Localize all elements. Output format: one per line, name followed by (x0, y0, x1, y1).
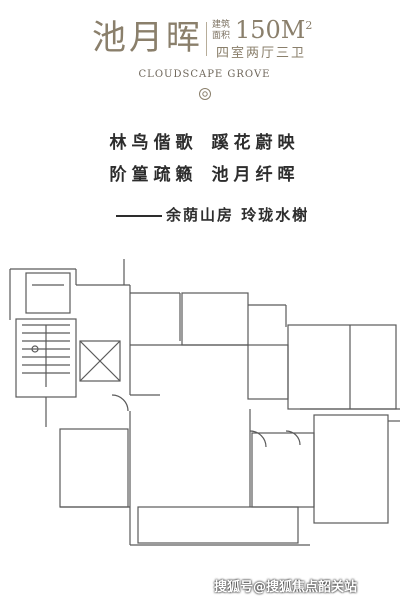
poem-line-1-a: 林鸟偕歌 (109, 133, 198, 153)
brand-emblem-icon (199, 88, 211, 100)
door-swing (111, 394, 129, 412)
brand-name: CLOUDSCAPE GROVE (138, 69, 271, 80)
poem-credit: 余荫山房 玲珑水榭 (116, 204, 309, 225)
poem-credit-text: 余荫山房 玲珑水榭 (166, 206, 310, 224)
layout-text: 四室两厅三卫 (216, 46, 307, 61)
area-unit-sup: 2 (305, 19, 313, 32)
door-swing (285, 430, 301, 446)
watermark: 搜狐号@搜狐焦点韶关站 (214, 580, 358, 595)
area-value: 150M2 (235, 16, 312, 44)
title-divider (206, 22, 207, 56)
poem-line-2-a: 阶篁疏籁 (109, 165, 198, 185)
door-swing (249, 430, 267, 448)
area-label: 建筑面积 (212, 20, 231, 41)
poem-line-2: 阶篁疏籁池月纤晖 (0, 160, 409, 185)
area-number: 150M (235, 16, 306, 44)
elevator-cross (79, 340, 121, 382)
room-terrace (137, 506, 299, 544)
elevator (79, 340, 121, 382)
shaft (25, 272, 71, 314)
room-bedroom-ne (287, 324, 397, 410)
poem-line-1-b: 蹊花蔚映 (211, 133, 300, 153)
poem-line-1: 林鸟偕歌蹊花蔚映 (0, 128, 409, 153)
room-balcony (181, 292, 249, 346)
floor-plan (9, 259, 400, 546)
plan-mark (31, 345, 39, 353)
poem-line-2-b: 池月纤晖 (211, 165, 300, 185)
header: 池月晖 建筑面积 150M2 四室两厅三卫 CLOUDSCAPE GROVE (0, 0, 409, 110)
room-bath (247, 344, 289, 400)
room-bedroom-s (251, 432, 315, 508)
room-bedroom-se (313, 414, 389, 524)
unit-title: 池月晖 (92, 18, 203, 58)
room-bedroom-sw (59, 428, 129, 508)
